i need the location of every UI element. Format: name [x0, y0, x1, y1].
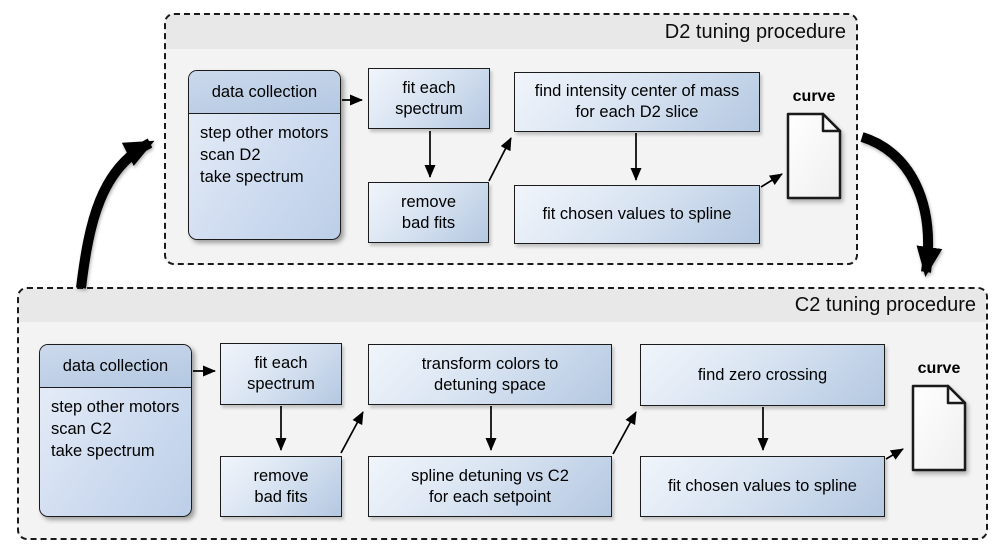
d2-find-intensity-box: find intensity center of mass for each D…: [514, 72, 760, 132]
d2-remove-bad-fits-box: remove bad fits: [368, 182, 489, 243]
c2-data-collection-steps: step other motors scan C2 take spectrum: [51, 398, 180, 460]
c2-procedure-container: C2 tuning procedure data collection step…: [17, 287, 988, 540]
d2-procedure-container: D2 tuning procedure data collection step…: [164, 13, 858, 265]
c2-remove-bad-fits-box: remove bad fits: [220, 456, 342, 517]
c2-title-band: [19, 289, 986, 322]
d2-procedure-title: D2 tuning procedure: [664, 21, 846, 43]
d2-fit-each-spectrum-box: fit each spectrum: [368, 68, 490, 129]
c2-data-collection-box: data collection step other motors scan C…: [39, 344, 192, 517]
d2-data-collection-header: data collection: [189, 71, 340, 114]
c2-curve-label: curve: [917, 360, 961, 377]
d2-data-collection-box: data collection step other motors scan D…: [188, 70, 341, 240]
c2-spline-detuning-box: spline detuning vs C2 for each setpoint: [368, 456, 612, 517]
c2-fit-each-spectrum-box: fit each spectrum: [220, 343, 342, 405]
c2-data-collection-header: data collection: [40, 345, 191, 388]
d2-title-band: [166, 15, 856, 49]
arrow-d2-to-c2-loop: [860, 132, 943, 277]
d2-data-collection-steps: step other motors scan D2 take spectrum: [200, 124, 329, 186]
c2-find-zero-crossing-box: find zero crossing: [640, 344, 885, 406]
arrow-c2-to-d2-loop: [76, 138, 155, 289]
c2-procedure-title: C2 tuning procedure: [794, 294, 976, 316]
d2-curve-document-icon: [786, 112, 842, 200]
c2-fit-spline-box: fit chosen values to spline: [640, 456, 885, 517]
c2-transform-colors-box: transform colors to detuning space: [368, 344, 612, 405]
c2-curve-document-icon: [911, 384, 967, 472]
d2-curve-label: curve: [792, 88, 836, 105]
d2-fit-spline-box: fit chosen values to spline: [514, 185, 760, 244]
